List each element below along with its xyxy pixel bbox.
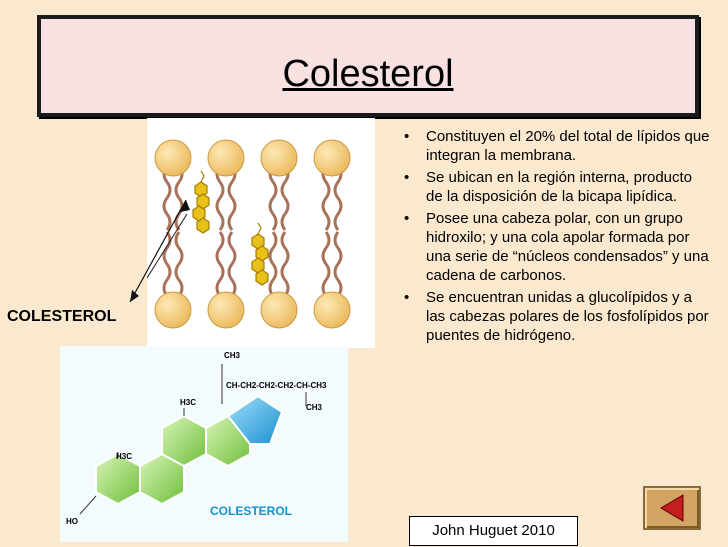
ch3-top-label: CH3 [224,351,241,360]
sterol-rings-icon [79,364,307,515]
triangle-left-icon [660,494,684,522]
structure-name-label: COLESTEROL [210,504,293,518]
title-box: Colesterol [37,15,699,117]
bullet-item: Constituyen el 20% del total de lípidos … [392,127,710,165]
ch3-right-label: CH3 [306,403,323,412]
cholesterol-structure-diagram: CH3 CH-CH2-CH2-CH2-CH-CH3 CH3 H3C H3C HO… [60,346,348,542]
membrane-bilayer-illustration [147,118,375,348]
h3c-upper-label: H3C [180,398,197,407]
author-credit: John Huguet 2010 [409,516,578,546]
bullet-item: Se encuentran unidas a glucolípidos y a … [392,288,710,345]
h3c-lower-label: H3C [116,452,133,461]
slide-title: Colesterol [282,53,454,95]
bullet-list: Constituyen el 20% del total de lípidos … [392,127,710,348]
pointer-arrow-icon [129,199,190,303]
hydroxyl-label: HO [66,517,78,526]
bullet-item: Posee una cabeza polar, con un grupo hid… [392,209,710,285]
carbon-chain-label: CH-CH2-CH2-CH2-CH-CH3 [226,381,327,390]
previous-slide-button[interactable] [643,486,701,530]
cholesterol-side-label: COLESTEROL [7,308,117,325]
bullet-item: Se ubican en la región interna, producto… [392,168,710,206]
